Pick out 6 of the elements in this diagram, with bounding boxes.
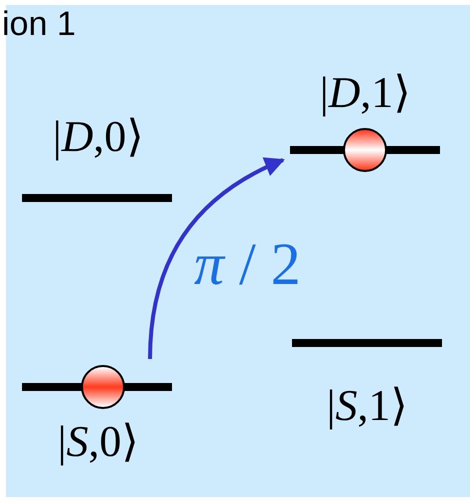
panel-title: ion 1: [2, 4, 76, 44]
state-label: |D,1⟩: [318, 68, 412, 118]
transition-arrow: [148, 158, 285, 360]
state-label: |S,0⟩: [56, 417, 140, 467]
state-label: |S,1⟩: [326, 381, 408, 431]
state-label: |D,0⟩: [52, 112, 144, 162]
